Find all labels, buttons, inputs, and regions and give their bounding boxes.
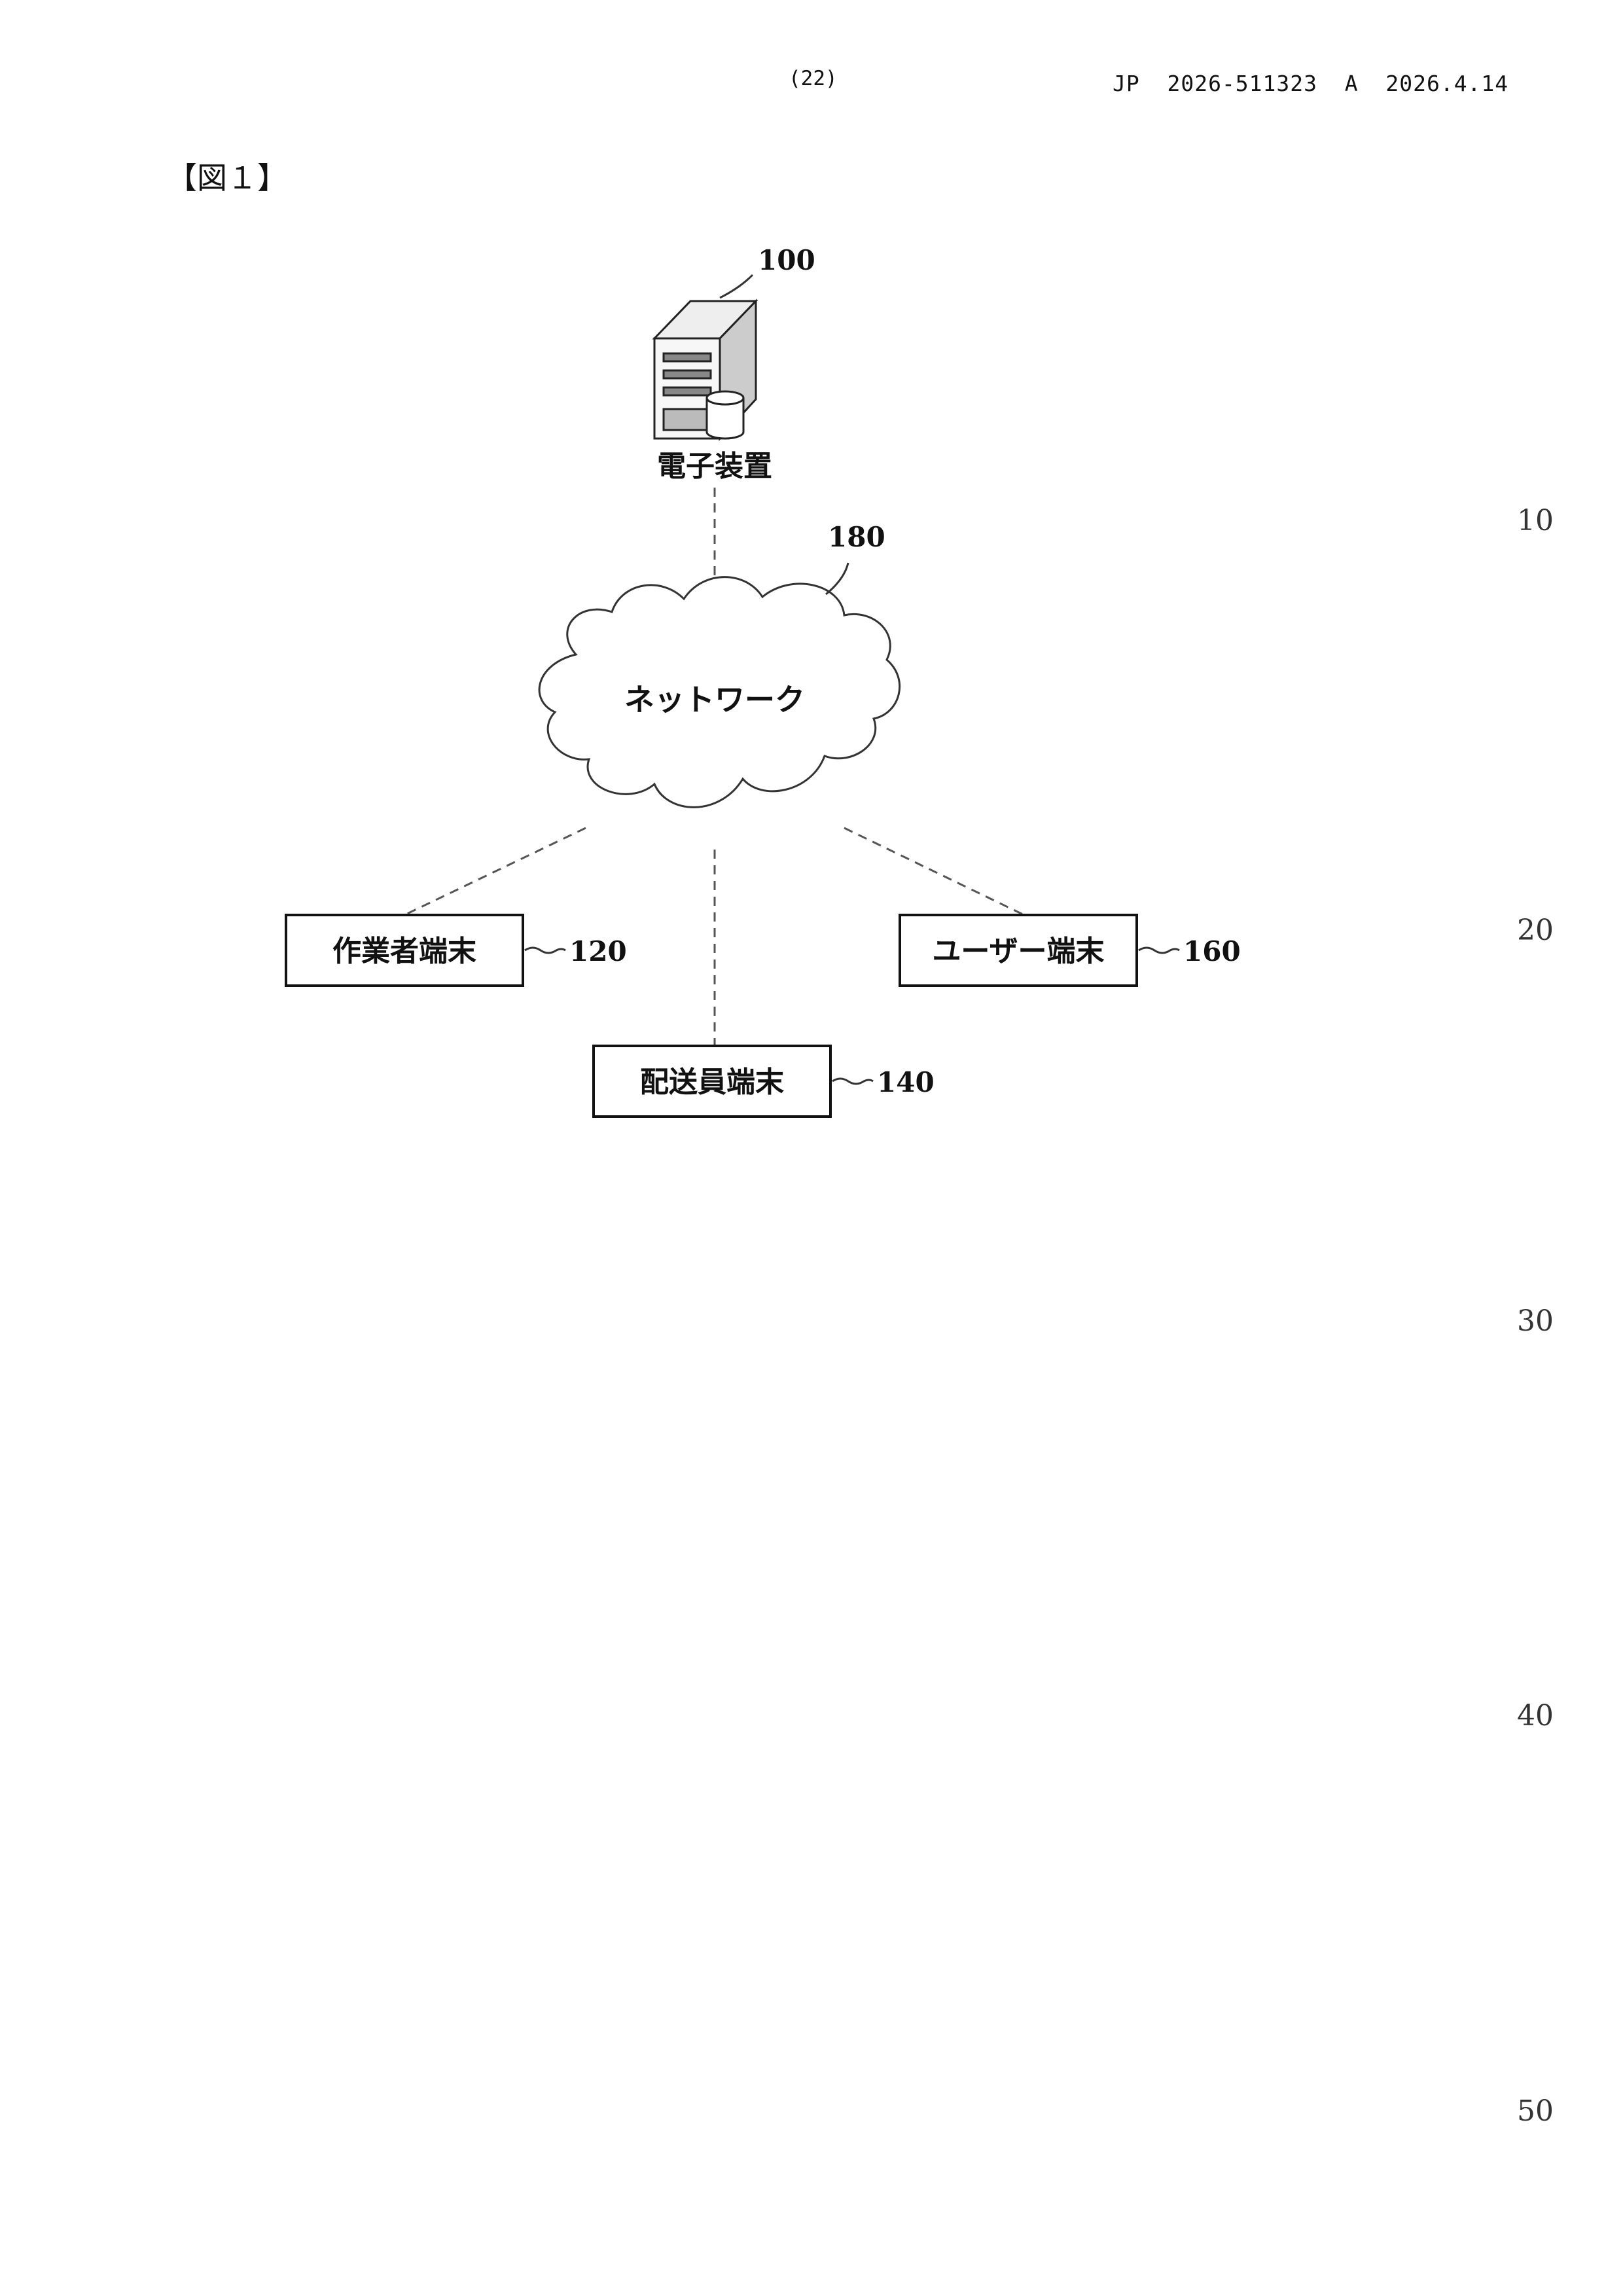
- network-label: ネットワーク: [624, 682, 805, 717]
- ref-leader-120: [525, 948, 565, 953]
- ref-180: 180: [828, 521, 885, 553]
- ref-100: 100: [758, 244, 815, 276]
- connector-network-160: [844, 828, 1024, 915]
- terminal-box-120: 作業者端末: [286, 915, 523, 986]
- ref-120: 120: [569, 935, 627, 967]
- ref-160: 160: [1183, 935, 1241, 967]
- terminal-label-140: 配送員端末: [640, 1066, 784, 1099]
- terminal-label-160: ユーザー端末: [932, 935, 1104, 968]
- ref-leader-160: [1139, 948, 1179, 953]
- connector-network-120: [404, 828, 586, 915]
- ref-leader-180: [826, 563, 848, 594]
- terminal-label-120: 作業者端末: [332, 935, 476, 968]
- ref-140: 140: [877, 1066, 935, 1098]
- terminal-box-160: ユーザー端末: [900, 915, 1137, 986]
- ref-leader-140: [832, 1079, 873, 1084]
- terminal-box-140: 配送員端末: [594, 1046, 830, 1117]
- server-icon: [654, 301, 756, 439]
- server-label: 電子装置: [657, 450, 772, 483]
- ref-leader-100: [720, 275, 753, 298]
